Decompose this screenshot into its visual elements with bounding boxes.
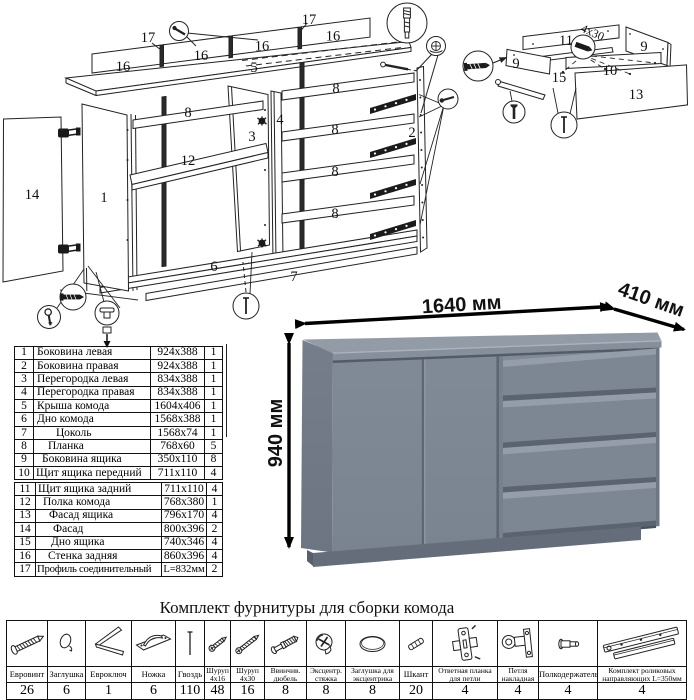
svg-text:8: 8 (331, 164, 338, 180)
svg-text:1: 1 (100, 190, 107, 206)
svg-text:13: 13 (629, 87, 644, 103)
svg-text:16: 16 (255, 39, 270, 55)
svg-text:12: 12 (181, 153, 196, 169)
svg-text:9: 9 (640, 39, 647, 55)
svg-text:3: 3 (248, 129, 255, 145)
svg-text:6: 6 (210, 259, 217, 275)
svg-text:8: 8 (331, 206, 338, 222)
svg-text:16: 16 (326, 29, 341, 45)
svg-text:940 мм: 940 мм (265, 399, 287, 468)
svg-text:10: 10 (603, 63, 618, 79)
svg-text:17: 17 (141, 30, 156, 46)
svg-text:14: 14 (25, 187, 40, 203)
svg-text:8: 8 (184, 105, 191, 121)
svg-text:8: 8 (332, 81, 339, 97)
svg-text:9: 9 (512, 56, 519, 72)
svg-text:4: 4 (276, 112, 284, 128)
svg-text:2: 2 (408, 125, 415, 141)
svg-text:16: 16 (194, 48, 209, 64)
svg-text:11: 11 (559, 33, 573, 49)
svg-text:8: 8 (331, 122, 338, 138)
svg-text:16: 16 (116, 59, 131, 75)
svg-text:15: 15 (552, 70, 567, 86)
svg-text:1640 мм: 1640 мм (421, 292, 502, 319)
svg-text:410 мм: 410 мм (615, 278, 687, 322)
svg-text:7: 7 (290, 269, 297, 285)
svg-text:17: 17 (302, 12, 317, 28)
svg-text:5: 5 (250, 60, 257, 76)
